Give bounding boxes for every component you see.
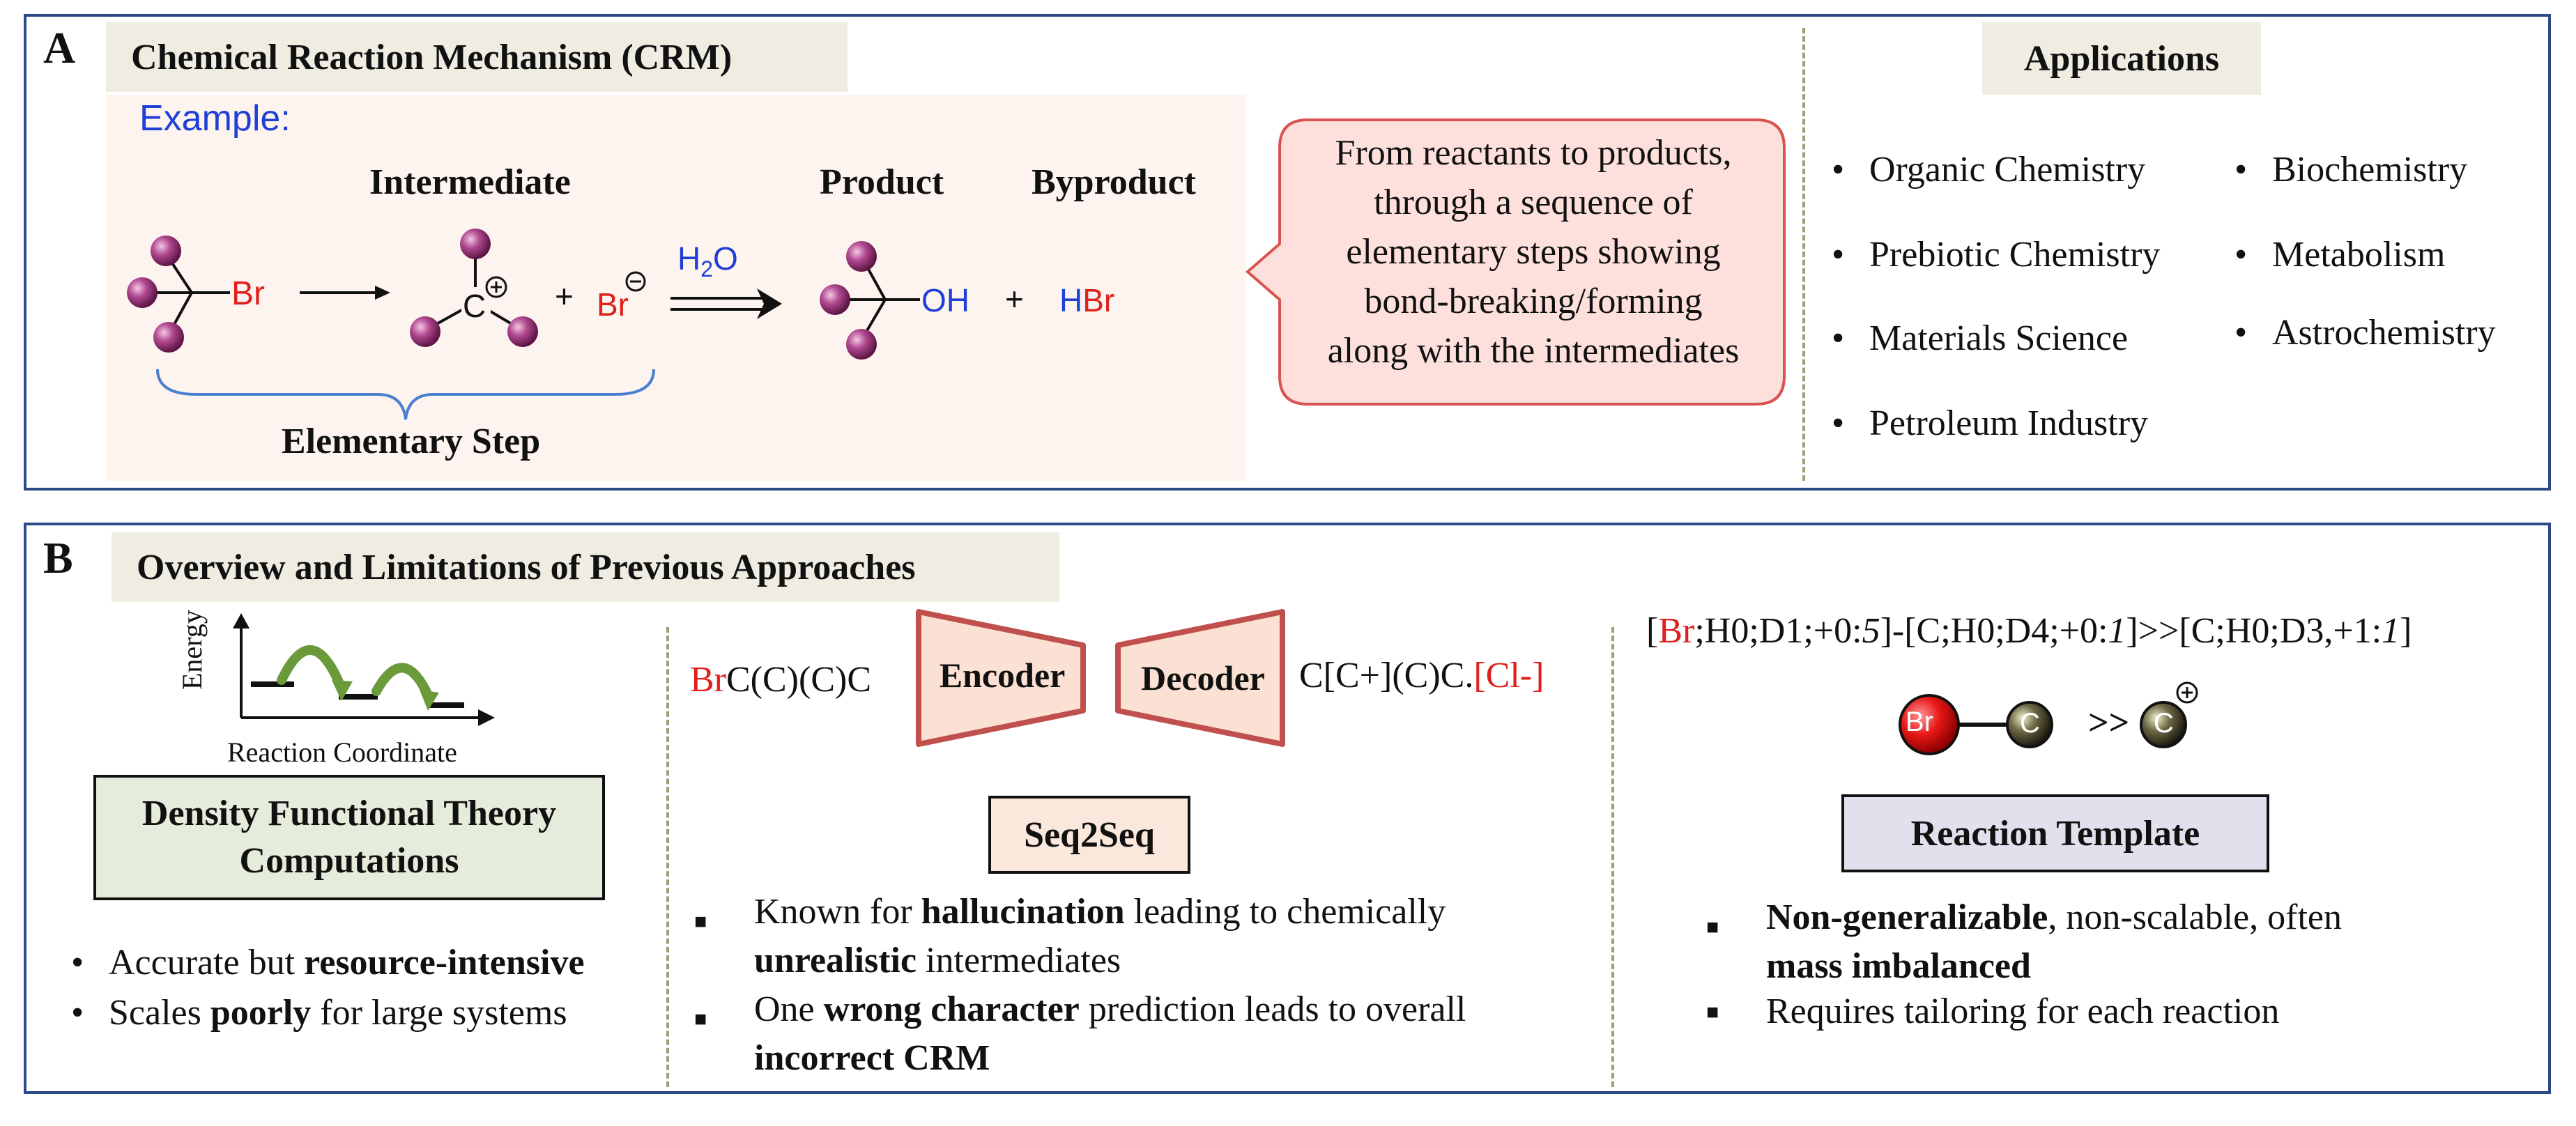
template-bullet-line: mass imbalanced xyxy=(1766,946,2031,986)
application-item: Organic Chemistry xyxy=(1832,149,2145,190)
seq2seq-box: Seq2Seq xyxy=(988,796,1190,874)
panel-b-divider-2 xyxy=(1611,627,1614,1087)
dft-box-line: Density Functional Theory xyxy=(141,794,557,833)
template-atoms xyxy=(1899,681,2198,755)
dft-box: Density Functional Theory Computations xyxy=(93,775,605,900)
application-item: Metabolism xyxy=(2234,234,2446,275)
atom-c2: C xyxy=(2154,708,2174,739)
application-item: Prebiotic Chemistry xyxy=(1832,234,2160,275)
bromide-ion: Br xyxy=(597,286,629,323)
panel-a-title: Chemical Reaction Mechanism (CRM) xyxy=(106,22,848,92)
template-bullet-line: Non-generalizable, non-scalable, often xyxy=(1766,897,2342,937)
dft-bullet: Scales poorly for large systems xyxy=(71,992,567,1033)
energy-diagram xyxy=(233,613,495,726)
bubble-line: From reactants to products, xyxy=(1335,133,1732,173)
elementary-step-brace xyxy=(156,369,655,420)
byproduct-label: Byproduct xyxy=(1032,162,1196,202)
seq-bullet-line: unrealistic intermediates xyxy=(754,941,1121,980)
bubble-line: elementary steps showing xyxy=(1346,232,1721,272)
example-label: Example: xyxy=(139,98,291,139)
carbocation-c: C xyxy=(463,288,486,324)
seq-bullet: Known for hallucination leading to chemi… xyxy=(694,888,1446,985)
reactant-molecule xyxy=(127,236,230,353)
template-bullet: Non-generalizable, non-scalable, often m… xyxy=(1706,893,2342,991)
panel-a-letter: A xyxy=(43,23,76,72)
bubble-line: through a sequence of xyxy=(1374,183,1693,222)
plus-sign-1: + xyxy=(555,278,574,314)
bubble-line: bond-breaking/forming xyxy=(1364,282,1703,321)
seq-bullet-line: incorrect CRM xyxy=(754,1038,990,1078)
atom-arrow: >> xyxy=(2088,703,2130,743)
atom-c1: C xyxy=(2020,708,2040,739)
panel-b-divider-1 xyxy=(666,627,669,1087)
panel-b-title: Overview and Limitations of Previous App… xyxy=(112,532,1059,602)
template-bullet: Requires tailoring for each reaction xyxy=(1706,991,2279,1032)
seq-bullet-line: Known for hallucination leading to chemi… xyxy=(754,892,1446,932)
decoder-shape xyxy=(1115,609,1285,747)
application-item: Materials Science xyxy=(1832,318,2128,359)
elementary-step-label: Elementary Step xyxy=(282,422,541,461)
dft-bullet: Accurate but resource-intensive xyxy=(71,942,585,983)
dft-box-line: Computations xyxy=(239,841,459,881)
carbocation-molecule xyxy=(410,229,538,347)
applications-title: Applications xyxy=(1982,22,2261,95)
reaction-template-box: Reaction Template xyxy=(1841,794,2269,872)
panel-b-letter: B xyxy=(43,533,73,583)
encoder-label: Encoder xyxy=(939,656,1066,695)
plus-sign-2: + xyxy=(1005,281,1024,317)
speech-bubble xyxy=(1245,118,1786,406)
application-item: Petroleum Industry xyxy=(1832,403,2148,444)
reactant-br: Br xyxy=(231,275,265,312)
multistep-arrow xyxy=(670,288,782,319)
application-item: Astrochemistry xyxy=(2234,312,2496,353)
atom-br: Br xyxy=(1906,707,1933,737)
encoder-shape xyxy=(916,609,1086,747)
reaction-coordinate-label: Reaction Coordinate xyxy=(227,736,457,768)
seq-input-smiles: BrC(C)(C)C xyxy=(690,660,871,700)
example-area xyxy=(106,95,1246,481)
seq-bullet: One wrong character prediction leads to … xyxy=(694,985,1466,1083)
intermediate-label: Intermediate xyxy=(369,162,571,202)
template-smarts: [Br;H0;D1;+0:5]-[C;H0;D4;+0:1]>>[C;H0;D3… xyxy=(1646,611,2412,651)
negative-charge-icon xyxy=(625,271,646,292)
panel-a-divider xyxy=(1802,28,1805,481)
bubble-line: along with the intermediates xyxy=(1327,331,1740,371)
water-label: H2O xyxy=(677,240,738,282)
product-molecule xyxy=(820,241,920,360)
product-oh: OH xyxy=(921,282,969,318)
byproduct-hbr: HBr xyxy=(1059,282,1115,318)
energy-axis-label: Energy xyxy=(176,610,208,690)
seq-output-smiles: C[C+](C)C.[Cl-] xyxy=(1299,656,1544,695)
reaction-arrow-1 xyxy=(300,286,390,300)
application-item: Biochemistry xyxy=(2234,149,2467,190)
bubble-text: From reactants to products, through a se… xyxy=(1282,128,1784,376)
decoder-label: Decoder xyxy=(1141,658,1265,697)
seq-bullet-line: One wrong character prediction leads to … xyxy=(754,989,1466,1029)
product-label: Product xyxy=(820,162,944,202)
